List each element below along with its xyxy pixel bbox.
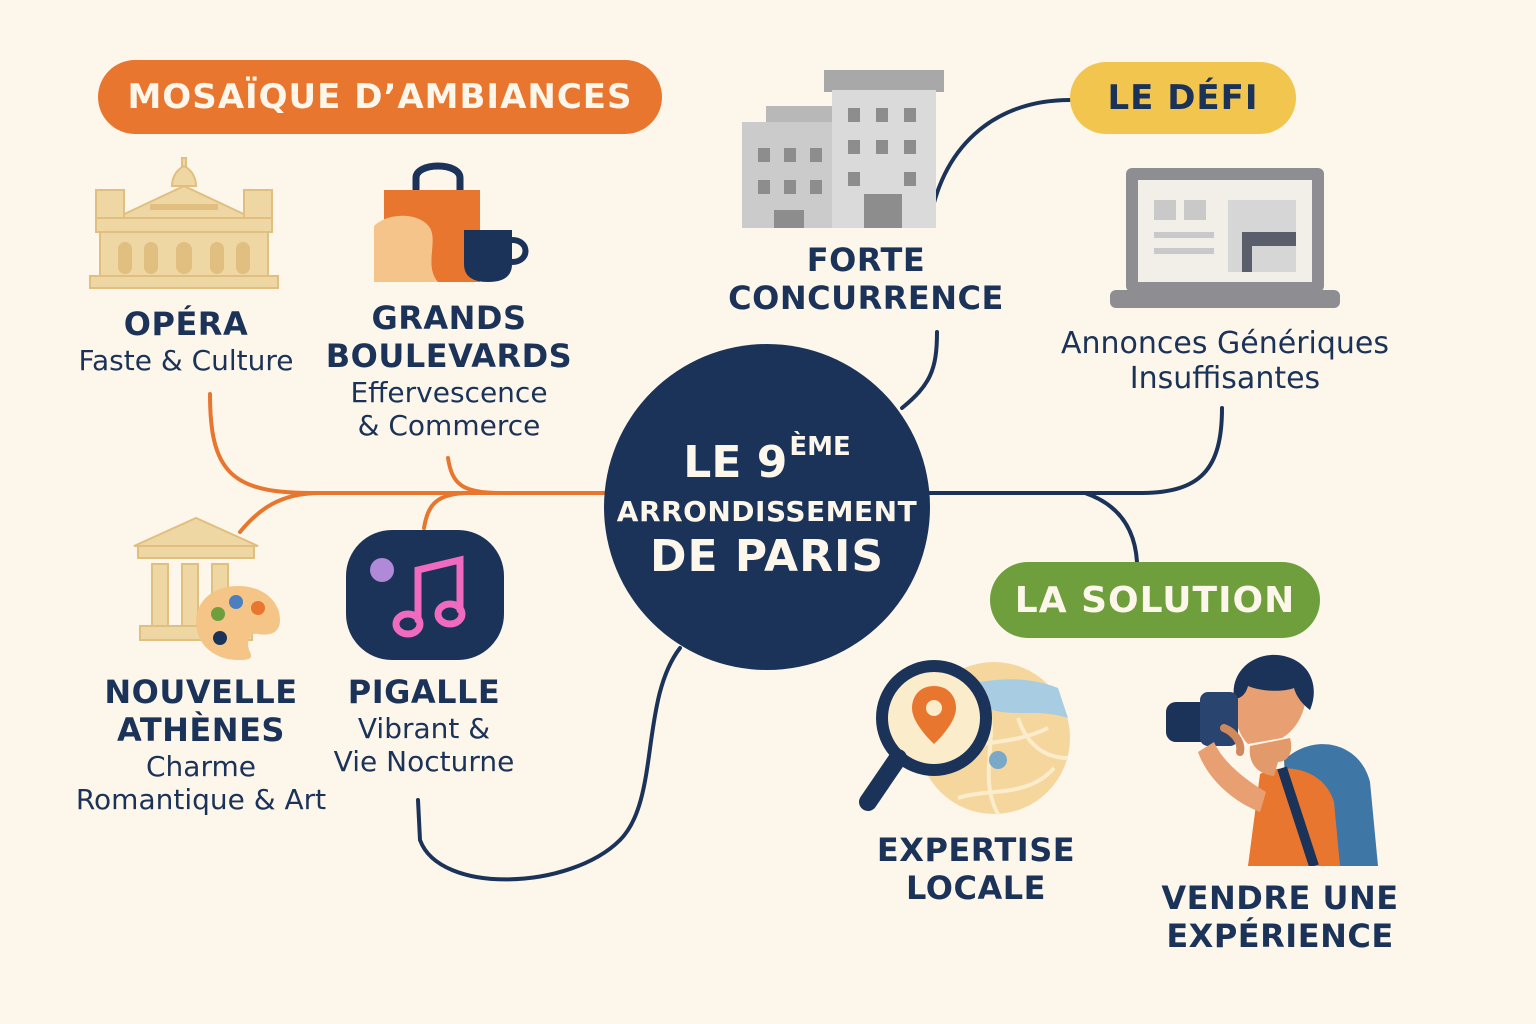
- athenes-title-line1: NOUVELLE: [104, 673, 298, 711]
- expertise-label: EXPERTISE LOCALE: [862, 831, 1090, 908]
- connector-athenes: [238, 491, 322, 534]
- connector-pigalle: [422, 491, 472, 530]
- center-line1-text: LE 9: [683, 436, 788, 488]
- boulevards-title-line2: BOULEVARDS: [325, 336, 573, 375]
- athenes-subtitle-line1: Charme: [146, 749, 256, 783]
- connector-defi: [928, 98, 1072, 222]
- expertise-line1: EXPERTISE: [876, 831, 1076, 869]
- shopping-bag-icon: [374, 162, 480, 282]
- connector-annonces: [928, 406, 1224, 495]
- connector-pigalle-center: [416, 646, 682, 882]
- opera-building-icon: [89, 157, 279, 289]
- center-line2: ARRONDISSEMENT: [616, 495, 918, 528]
- connector-concurrence: [900, 330, 939, 410]
- expertise-line2: LOCALE: [906, 868, 1046, 907]
- music-note-icon: [346, 530, 504, 660]
- annonces-label: Annonces Génériques Insuffisantes: [1030, 326, 1420, 397]
- concurrence-line1: FORTE: [806, 241, 926, 279]
- center-line1: LE 9ÈME: [683, 431, 851, 488]
- pigalle-subtitle-line1: Vibrant &: [357, 711, 491, 745]
- boulevards-subtitle-line2: & Commerce: [357, 408, 541, 442]
- center-line1-sup: ÈME: [789, 431, 851, 462]
- pigalle-title: PIGALLE: [347, 673, 501, 711]
- opera-subtitle: Faste & Culture: [78, 343, 294, 377]
- concurrence-label: FORTE CONCURRENCE: [716, 241, 1016, 318]
- laptop-icon: [1110, 168, 1340, 308]
- boulevards-label: GRANDS BOULEVARDS Effervescence & Commer…: [318, 299, 580, 442]
- athenes-label: NOUVELLE ATHÈNES Charme Romantique & Art: [56, 673, 346, 816]
- experience-label: VENDRE UNE EXPÉRIENCE: [1150, 879, 1410, 956]
- connector-boulevards: [446, 456, 502, 495]
- defi-title: LE DÉFI: [1070, 62, 1296, 134]
- magnifier-map-icon: [859, 660, 1070, 815]
- connector-solution: [1083, 491, 1139, 564]
- connector-opera: [208, 392, 606, 495]
- center-line3: DE PARIS: [649, 531, 885, 582]
- solution-title: LA SOLUTION: [990, 562, 1320, 638]
- athenes-title-line2: ATHÈNES: [117, 710, 285, 749]
- opera-title: OPÉRA: [123, 305, 249, 343]
- experience-line2: EXPÉRIENCE: [1166, 916, 1394, 955]
- pigalle-label: PIGALLE Vibrant & Vie Nocturne: [306, 673, 542, 778]
- center-node: LE 9ÈME ARRONDISSEMENT DE PARIS: [604, 344, 930, 670]
- annonces-line2: Insuffisantes: [1129, 361, 1321, 397]
- boulevards-title-line1: GRANDS: [371, 299, 527, 337]
- athenes-subtitle-line2: Romantique & Art: [75, 782, 327, 816]
- palette-icon: [196, 586, 280, 660]
- temple-icon: [133, 516, 259, 641]
- concurrence-line2: CONCURRENCE: [728, 278, 1004, 317]
- coffee-cup-icon: [464, 230, 529, 282]
- pigalle-subtitle-line2: Vie Nocturne: [333, 744, 515, 778]
- boulevards-subtitle-line1: Effervescence: [350, 375, 548, 409]
- ambiances-title: MOSAÏQUE D’AMBIANCES: [98, 60, 662, 134]
- photographer-icon: [1166, 654, 1378, 866]
- experience-line1: VENDRE UNE: [1161, 879, 1399, 917]
- annonces-line1: Annonces Génériques: [1060, 326, 1390, 361]
- office-buildings-icon: [742, 70, 944, 228]
- opera-label: OPÉRA Faste & Culture: [60, 305, 312, 377]
